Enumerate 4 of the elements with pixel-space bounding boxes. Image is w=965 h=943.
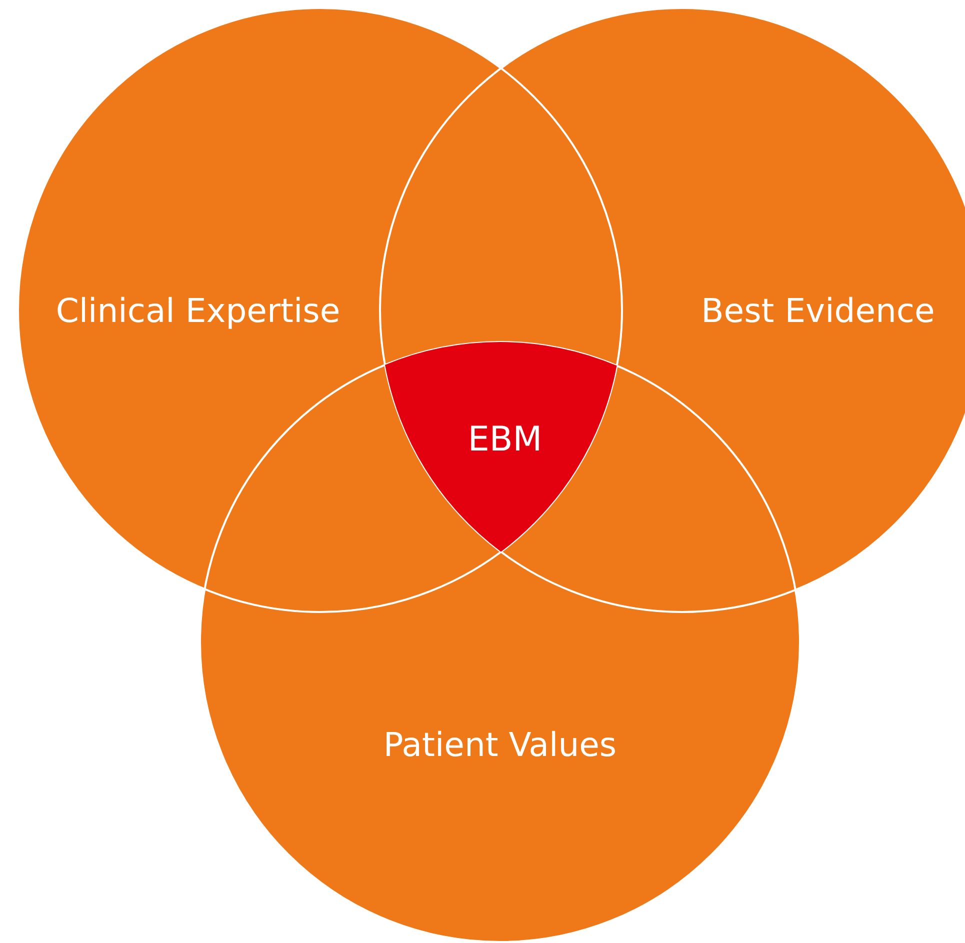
circle-label: Patient Values <box>383 725 617 765</box>
circle-label: EBM <box>468 420 542 460</box>
circle-label: Best Evidence <box>701 291 935 331</box>
circle-label: Clinical Expertise <box>56 291 340 331</box>
